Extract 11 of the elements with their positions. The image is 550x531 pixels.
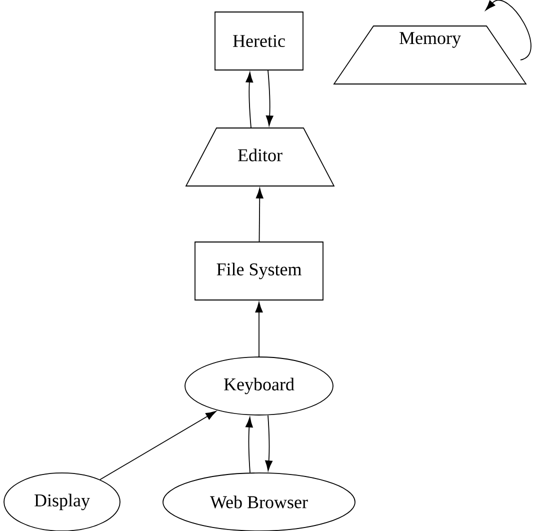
arrow: [100, 411, 216, 480]
process-box: Heretic: [214, 12, 304, 70]
arrow: [485, 0, 532, 60]
arrow: [266, 70, 274, 126]
process-box: File System: [194, 242, 324, 300]
arrow: [256, 188, 264, 242]
arrow: [246, 72, 254, 128]
arrow: [255, 302, 263, 357]
arrow: [265, 414, 272, 471]
arrow: [246, 417, 253, 473]
ellipse-node: Keyboard: [184, 356, 334, 416]
